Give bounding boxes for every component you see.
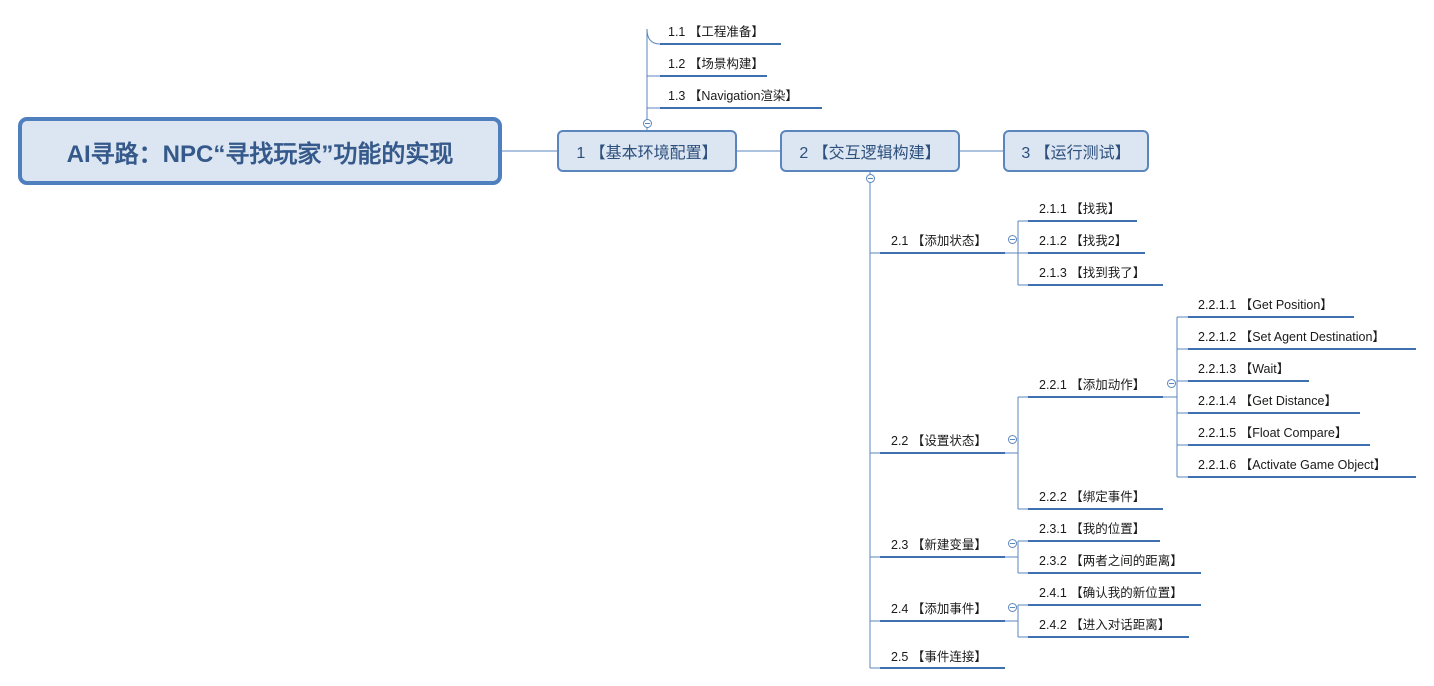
topic-2-4-1[interactable]: 2.4.1 【确认我的新位置】 [1039, 586, 1183, 600]
topic-2-4-2[interactable]: 2.4.2 【进入对话距离】 [1039, 618, 1171, 632]
topic-2-3-1[interactable]: 2.3.1 【我的位置】 [1039, 522, 1146, 536]
connector-line [1005, 605, 1019, 637]
connector-line [1018, 604, 1028, 638]
connector-line [1005, 221, 1019, 285]
topic-2-2-1-6[interactable]: 2.2.1.6 【Activate Game Object】 [1198, 458, 1387, 472]
connector-line [1177, 316, 1188, 478]
connector-line [1018, 540, 1028, 574]
topic-2-1-2[interactable]: 2.1.2 【找我2】 [1039, 234, 1128, 248]
connector-line [1005, 541, 1019, 573]
connector-b1-1 [646, 28, 661, 124]
topic-2-1-3[interactable]: 2.1.3 【找到我了】 [1039, 266, 1146, 280]
topic-2-2-2[interactable]: 2.2.2 【绑定事件】 [1039, 490, 1146, 504]
collapse-toggle-2-2-1[interactable] [1167, 379, 1176, 388]
topic-2-3-2[interactable]: 2.3.2 【两者之间的距离】 [1039, 554, 1183, 568]
topic-2-4[interactable]: 2.4 【添加事件】 [891, 602, 987, 616]
topic-2-1[interactable]: 2.1 【添加状态】 [891, 234, 987, 248]
topic-2-2[interactable]: 2.2 【设置状态】 [891, 434, 987, 448]
topic-2-2-1-3[interactable]: 2.2.1.3 【Wait】 [1198, 362, 1290, 376]
topic-1-1[interactable]: 1.1 【工程准备】 [668, 25, 764, 39]
collapse-toggle-branch-2[interactable] [866, 174, 875, 183]
topic-1-3[interactable]: 1.3 【Navigation渲染】 [668, 89, 798, 103]
topic-1-2[interactable]: 1.2 【场景构建】 [668, 57, 764, 71]
collapse-toggle-2-1[interactable] [1008, 235, 1017, 244]
topic-2-2-1-2[interactable]: 2.2.1.2 【Set Agent Destination】 [1198, 330, 1385, 344]
collapse-toggle-2-2[interactable] [1008, 435, 1017, 444]
topic-branch-1[interactable]: 1 【基本环境配置】 [557, 130, 737, 172]
topic-branch-3[interactable]: 3 【运行测试】 [1003, 130, 1149, 172]
topic-2-2-1-1[interactable]: 2.2.1.1 【Get Position】 [1198, 298, 1333, 312]
topic-2-2-1[interactable]: 2.2.1 【添加动作】 [1039, 378, 1146, 392]
topic-2-1-1[interactable]: 2.1.1 【找我】 [1039, 202, 1121, 216]
connector-line [1005, 397, 1019, 509]
collapse-toggle-2-3[interactable] [1008, 539, 1017, 548]
connector-line [1018, 396, 1028, 510]
connector-line [1163, 317, 1178, 477]
topic-branch-2[interactable]: 2 【交互逻辑构建】 [780, 130, 960, 172]
topic-2-2-1-5[interactable]: 2.2.1.5 【Float Compare】 [1198, 426, 1348, 440]
collapse-toggle-2-4[interactable] [1008, 603, 1017, 612]
topic-2-3[interactable]: 2.3 【新建变量】 [891, 538, 987, 552]
topic-2-5[interactable]: 2.5 【事件连接】 [891, 650, 987, 664]
topic-2-2-1-4[interactable]: 2.2.1.4 【Get Distance】 [1198, 394, 1337, 408]
root-topic[interactable]: AI寻路：NPC“寻找玩家”功能的实现 [18, 117, 502, 185]
collapse-toggle-branch-1[interactable] [643, 119, 652, 128]
connector-line [1018, 220, 1028, 286]
